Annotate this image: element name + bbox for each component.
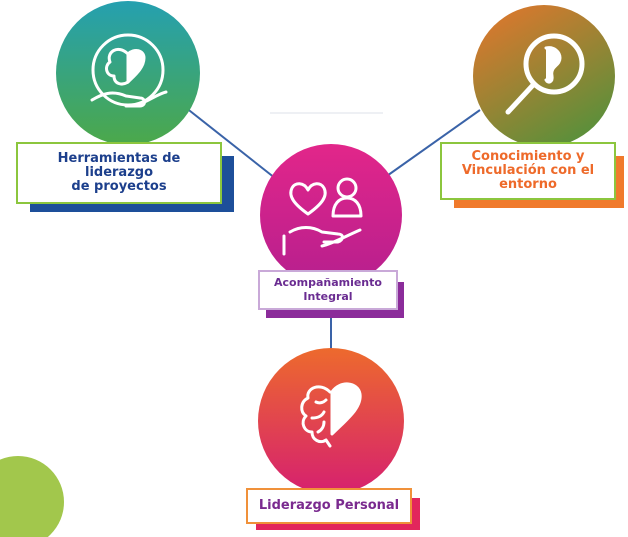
brain-heart-hand-icon [90,33,168,108]
conocimiento-label-text: Conocimiento y Vinculación con el entorn… [461,149,595,192]
connector-herramientas [184,106,281,183]
brain-heart-icon [300,382,362,448]
heart-person-hand-icon [282,177,363,256]
center-label-text: Acompañamiento Integral [274,276,382,303]
herramientas-label: Herramientas de liderazgo de proyectos [16,142,222,204]
center-label: Acompañamiento Integral [258,270,398,310]
liderazgo-label-text: Liderazgo Personal [258,498,400,513]
conocimiento-circle [473,5,615,147]
herramientas-label-text: Herramientas de liderazgo de proyectos [57,151,181,194]
magnifier-globe-icon [505,33,585,115]
center-circle [260,144,402,286]
liderazgo-label: Liderazgo Personal [246,488,412,524]
decorative-green-circle [0,456,64,537]
conocimiento-label: Conocimiento y Vinculación con el entorn… [440,142,616,200]
connector-conocimiento [383,109,481,179]
